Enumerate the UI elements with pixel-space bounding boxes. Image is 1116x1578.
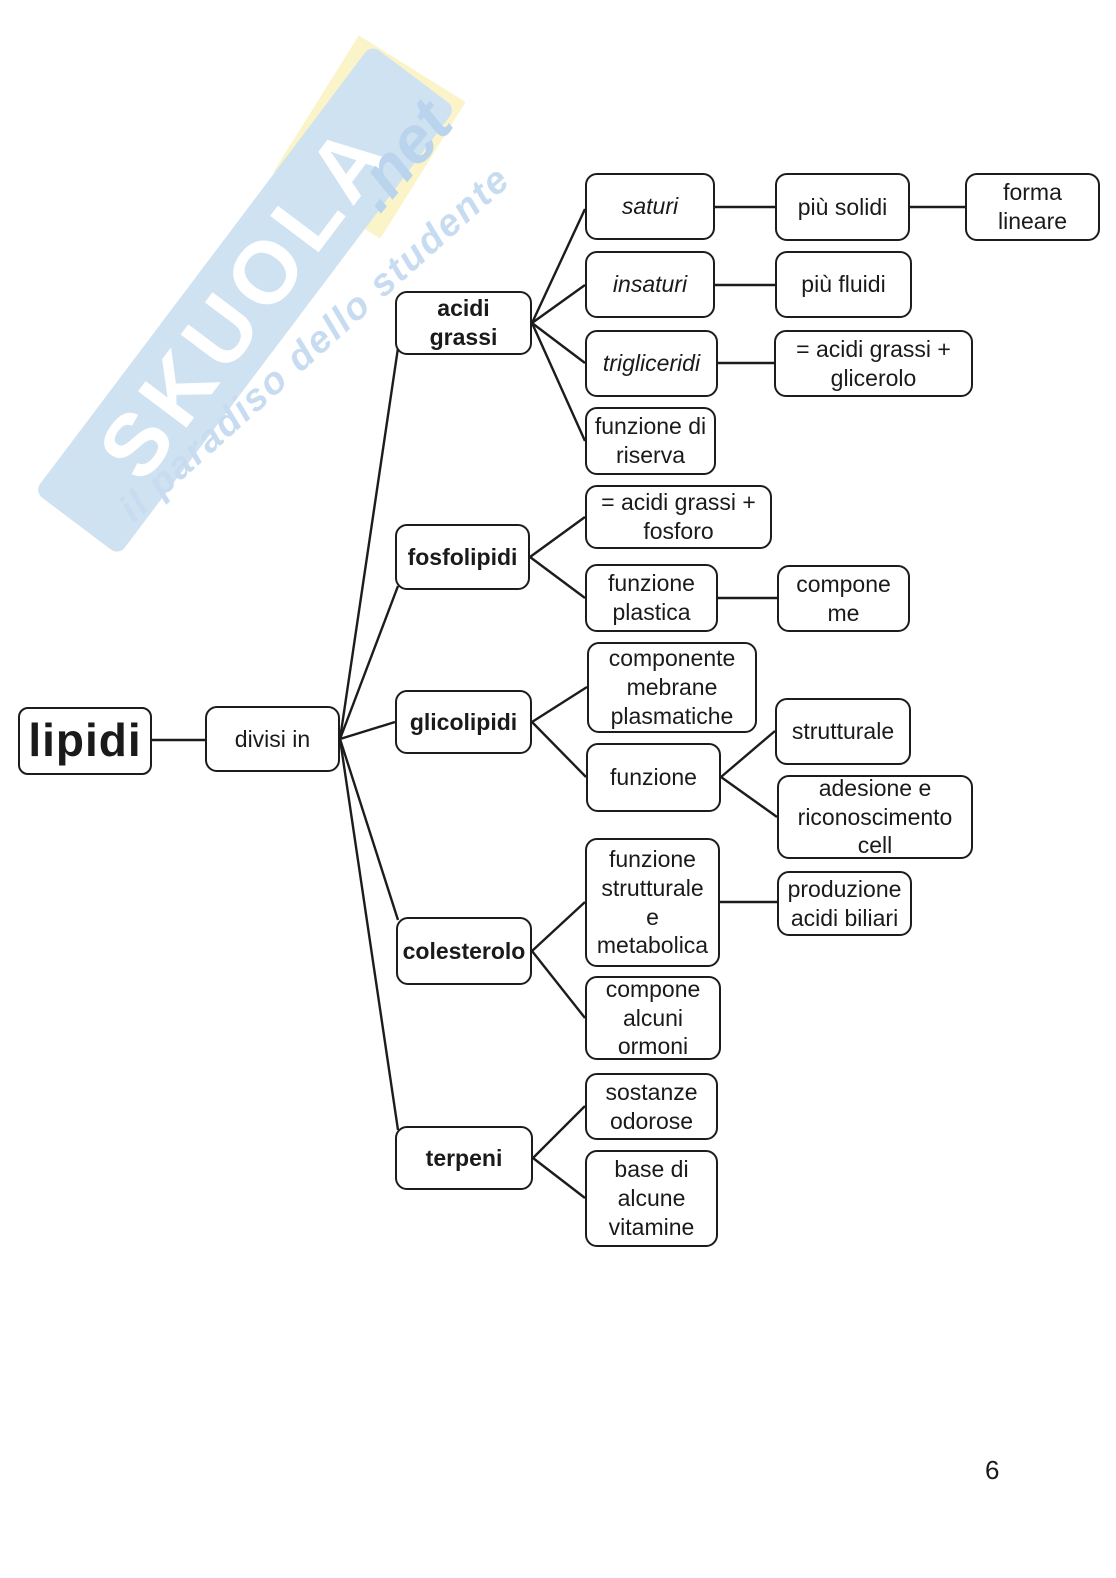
- edge-glico-membrane: [531, 685, 588, 724]
- node-fosfolipidi: fosfolipidi: [395, 524, 530, 590]
- node-saturi: saturi: [585, 173, 715, 240]
- edge-funzione-strutturale: [720, 730, 776, 778]
- node-funzione-strutturale-metabolica: funzione strutturale e metabolica: [585, 838, 720, 967]
- node-forma-lineare: forma lineare: [965, 173, 1100, 241]
- node-piu-solidi: più solidi: [775, 173, 910, 241]
- node-produzione-acidi-biliari: produzione acidi biliari: [777, 871, 912, 936]
- node-divisi-in: divisi in: [205, 706, 340, 772]
- edge-ag-insaturi: [531, 284, 586, 324]
- edge-terpeni-sostanze: [532, 1105, 586, 1159]
- node-insaturi: insaturi: [585, 251, 715, 318]
- edge-divisi-acidigrassi: [338, 347, 400, 740]
- edge-divisi-terpeni: [338, 738, 400, 1131]
- node-acidi-grassi-fosforo: = acidi grassi + fosforo: [585, 485, 772, 549]
- node-terpeni: terpeni: [395, 1126, 533, 1190]
- edge-ag-saturi: [530, 208, 587, 324]
- node-funzione: funzione: [586, 743, 721, 812]
- node-strutturale: strutturale: [775, 698, 911, 765]
- node-trigliceridi: trigliceridi: [585, 330, 718, 397]
- edge-glico-funzione: [531, 721, 587, 778]
- node-acidi-grassi: acidi grassi: [395, 291, 532, 355]
- page-number: 6: [985, 1455, 1000, 1485]
- node-sostanze-odorose: sostanze odorose: [585, 1073, 718, 1140]
- node-piu-fluidi: più fluidi: [775, 251, 912, 318]
- edge-divisi-colesterolo: [338, 738, 400, 921]
- edge-ag-trigliceridi: [531, 322, 586, 364]
- edge-terpeni-vitamine: [532, 1157, 586, 1199]
- node-lipidi: lipidi: [18, 707, 152, 775]
- node-funzione-di-riserva: funzione di riserva: [585, 407, 716, 475]
- node-acidi-grassi-glicerolo: = acidi grassi + glicerolo: [774, 330, 973, 397]
- node-componente-mebrane: componente mebrane plasmatiche: [587, 642, 757, 733]
- node-funzione-plastica: funzione plastica: [585, 564, 718, 632]
- edge-divisi-fosfolipidi: [338, 585, 400, 740]
- node-base-vitamine: base di alcune vitamine: [585, 1150, 718, 1247]
- edge-ag-riserva: [530, 322, 587, 442]
- edge-fosfo-fosforo: [529, 516, 586, 558]
- edge-divisi-glicolipidi: [339, 720, 396, 741]
- node-glicolipidi: glicolipidi: [395, 690, 532, 754]
- edge-colest-ormoni: [531, 950, 586, 1019]
- node-adesione-riconoscimento: adesione e riconoscimento cell: [777, 775, 973, 859]
- edge-colest-funzstrutt: [531, 901, 586, 952]
- node-compone-ormoni: compone alcuni ormoni: [585, 976, 721, 1060]
- edge-fosfo-plastica: [529, 556, 586, 599]
- edge-funzione-adesione: [720, 776, 778, 818]
- node-compone-me: compone me: [777, 565, 910, 632]
- node-colesterolo: colesterolo: [396, 917, 532, 985]
